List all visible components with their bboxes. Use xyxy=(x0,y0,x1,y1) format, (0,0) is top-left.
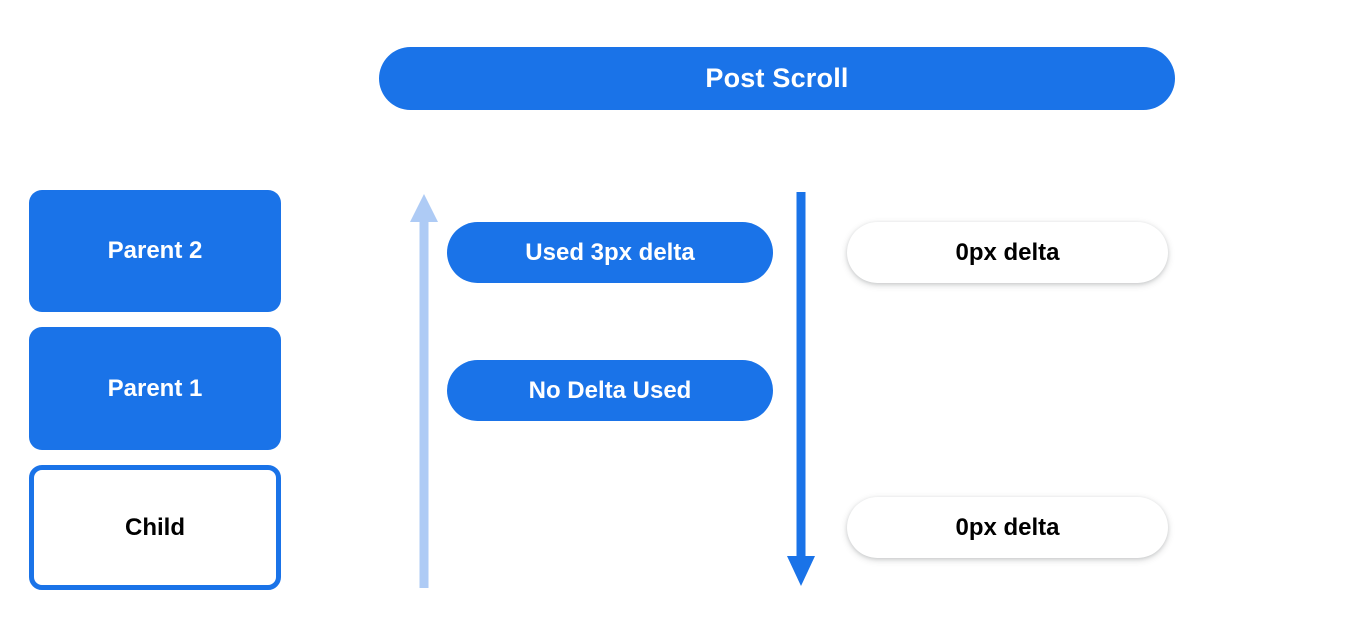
stack-box-label: Parent 1 xyxy=(107,374,203,402)
scroll-up-arrow-icon xyxy=(410,194,438,588)
stack-box-parent-1[interactable]: Parent 1 xyxy=(29,327,281,450)
post-scroll-banner: Post Scroll xyxy=(379,47,1175,110)
banner-title: Post Scroll xyxy=(705,63,849,93)
stack-box-parent-2[interactable]: Parent 2 xyxy=(29,190,281,312)
pill-zero-delta-bottom[interactable]: 0px delta xyxy=(847,497,1168,558)
stack-box-label: Child xyxy=(125,513,185,541)
pill-label: Used 3px delta xyxy=(525,238,695,266)
pill-no-delta-used[interactable]: No Delta Used xyxy=(447,360,773,421)
pill-label: No Delta Used xyxy=(528,376,692,404)
pill-used-3px-delta[interactable]: Used 3px delta xyxy=(447,222,773,283)
pill-label: 0px delta xyxy=(955,513,1060,541)
stack-box-child[interactable]: Child xyxy=(29,465,281,590)
pill-label: 0px delta xyxy=(955,238,1060,266)
pill-zero-delta-top[interactable]: 0px delta xyxy=(847,222,1168,283)
scroll-down-arrow-icon xyxy=(787,192,815,586)
stack-box-label: Parent 2 xyxy=(107,237,203,264)
